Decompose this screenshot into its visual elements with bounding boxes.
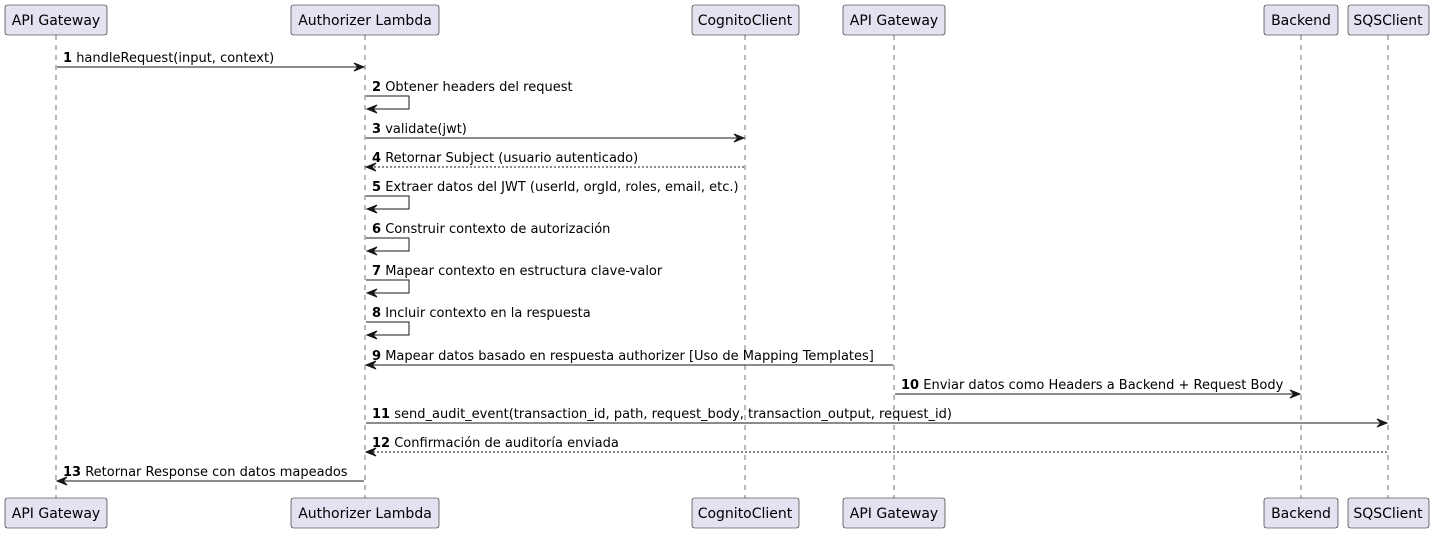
message-5-label: 5 Extraer datos del JWT (userId, orgId, … (372, 180, 739, 195)
participant-label-cognito-bottom: CognitoClient (698, 506, 793, 522)
message-11-label: 11 send_audit_event(transaction_id, path… (372, 407, 952, 422)
message-2-number: 2 (372, 80, 381, 95)
participant-label-authorizer-top: Authorizer Lambda (298, 13, 432, 29)
participant-box-apigw1-top (4, 4, 108, 36)
message-3-label: 3 validate(jwt) (372, 122, 467, 137)
participant-box-authorizer-bottom (290, 497, 440, 529)
message-11-text: send_audit_event(transaction_id, path, r… (394, 407, 952, 422)
message-6-number: 6 (372, 222, 381, 237)
message-12-label: 12 Confirmación de auditoría enviada (372, 436, 619, 451)
message-2-text: Obtener headers del request (385, 80, 572, 95)
message-8-text: Incluir contexto en la respuesta (385, 306, 590, 321)
participant-box-backend-top (1263, 4, 1339, 36)
message-6-label: 6 Construir contexto de autorización (372, 222, 610, 237)
message-2-arrowhead (365, 104, 378, 114)
participant-box-cognito-bottom (691, 497, 800, 529)
participant-label-apigw1-bottom: API Gateway (12, 506, 100, 522)
message-1-text: handleRequest(input, context) (76, 51, 274, 66)
message-1-number: 1 (63, 51, 72, 66)
message-6-line (366, 237, 410, 252)
message-8-label: 8 Incluir contexto en la respuesta (372, 306, 591, 321)
message-5-arrowhead (365, 204, 378, 214)
message-10-arrowhead (1289, 389, 1302, 399)
message-3-text: validate(jwt) (385, 122, 467, 137)
message-8-number: 8 (372, 306, 381, 321)
message-8-line (366, 321, 410, 336)
participant-label-backend-bottom: Backend (1271, 506, 1331, 522)
participant-label-sqs-top: SQSClient (1353, 13, 1423, 29)
participant-box-apigw2-top (842, 4, 946, 36)
message-11-arrowhead (1376, 418, 1389, 428)
participant-box-authorizer-top (290, 4, 440, 36)
message-13-number: 13 (63, 465, 81, 480)
message-7-number: 7 (372, 264, 381, 279)
participant-box-sqs-top (1347, 4, 1430, 36)
participant-label-apigw2-top: API Gateway (850, 13, 938, 29)
message-1-arrowhead (353, 62, 366, 72)
message-12-number: 12 (372, 436, 390, 451)
message-9-label: 9 Mapear datos basado en respuesta autho… (372, 349, 874, 364)
participant-box-sqs-bottom (1347, 497, 1430, 529)
message-4-text: Retornar Subject (usuario autenticado) (385, 151, 638, 166)
participant-box-backend-bottom (1263, 497, 1339, 529)
message-1-label: 1 handleRequest(input, context) (63, 51, 274, 66)
lifelines (55, 35, 1389, 498)
message-3-arrowhead (733, 133, 746, 143)
message-7-arrowhead (365, 288, 378, 298)
message-3-number: 3 (372, 122, 381, 137)
message-10-text: Enviar datos como Headers a Backend + Re… (923, 378, 1283, 393)
message-4-arrowhead (364, 162, 377, 172)
participant-label-sqs-bottom: SQSClient (1353, 506, 1423, 522)
message-6-text: Construir contexto de autorización (385, 222, 610, 237)
participant-box-cognito-top (691, 4, 800, 36)
message-13-arrowhead (55, 476, 68, 486)
message-4-label: 4 Retornar Subject (usuario autenticado) (372, 151, 638, 166)
message-9-arrowhead (364, 360, 377, 370)
participant-box-apigw2-bottom (842, 497, 946, 529)
message-5-line (366, 195, 410, 210)
message-12-arrowhead (364, 447, 377, 457)
message-7-line (366, 279, 410, 294)
message-13-label: 13 Retornar Response con datos mapeados (63, 465, 348, 480)
message-7-label: 7 Mapear contexto en estructura clave-va… (372, 264, 663, 279)
messages: 1 handleRequest(input, context) 2 Obtener… (55, 51, 1389, 486)
participant-label-apigw1-top: API Gateway (12, 13, 100, 29)
message-10-label: 10 Enviar datos como Headers a Backend +… (901, 378, 1284, 393)
message-13-text: Retornar Response con datos mapeados (85, 465, 348, 480)
message-9-number: 9 (372, 349, 381, 364)
participant-label-authorizer-bottom: Authorizer Lambda (298, 506, 432, 522)
message-9-text: Mapear datos basado en respuesta authori… (385, 349, 874, 364)
participants-bottom: API Gateway Authorizer Lambda CognitoClien… (4, 497, 1430, 529)
participant-label-cognito-top: CognitoClient (698, 13, 793, 29)
message-6-arrowhead (365, 246, 378, 256)
participants-top: API Gateway Authorizer Lambda CognitoClien… (4, 4, 1430, 36)
message-7-text: Mapear contexto en estructura clave-valo… (385, 264, 663, 279)
message-11-number: 11 (372, 407, 390, 422)
message-8-arrowhead (365, 330, 378, 340)
message-2-line (366, 95, 410, 110)
message-5-number: 5 (372, 180, 381, 195)
message-5-text: Extraer datos del JWT (userId, orgId, ro… (385, 180, 738, 195)
message-4-number: 4 (372, 151, 381, 166)
message-12-text: Confirmación de auditoría enviada (394, 436, 619, 451)
message-10-number: 10 (901, 378, 919, 393)
participant-label-apigw2-bottom: API Gateway (850, 506, 938, 522)
participant-box-apigw1-bottom (4, 497, 108, 529)
participant-label-backend-top: Backend (1271, 13, 1331, 29)
message-2-label: 2 Obtener headers del request (372, 80, 573, 95)
